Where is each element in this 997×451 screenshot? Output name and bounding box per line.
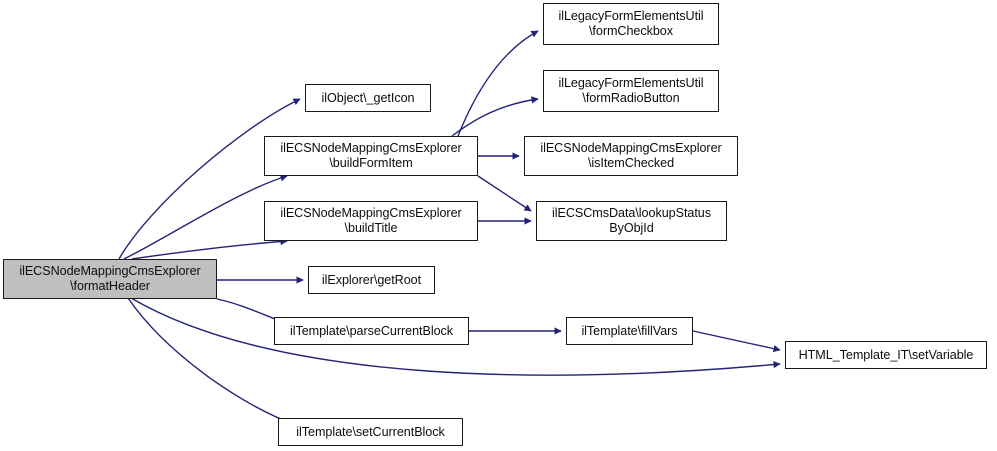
node-label: ilECSNodeMappingCmsExplorer \isItemCheck… xyxy=(540,141,722,170)
node-format-header[interactable]: ilECSNodeMappingCmsExplorer \formatHeade… xyxy=(3,259,217,299)
node-get-root[interactable]: ilExplorer\getRoot xyxy=(308,266,435,294)
node-get-icon[interactable]: ilObject\_getIcon xyxy=(305,84,431,112)
edge-format-header-to-build-form-item xyxy=(123,174,288,260)
node-form-radio-button[interactable]: ilLegacyFormElementsUtil \formRadioButto… xyxy=(543,70,719,112)
edge-build-form-item-to-form-checkbox xyxy=(457,30,539,137)
node-build-form-item[interactable]: ilECSNodeMappingCmsExplorer \buildFormIt… xyxy=(264,136,478,176)
edge-format-header-to-build-title xyxy=(131,237,288,260)
edge-fill-vars-to-set-variable xyxy=(692,330,781,353)
node-set-variable[interactable]: HTML_Template_IT\setVariable xyxy=(785,341,987,369)
node-lookup-status-by-obj-id[interactable]: ilECSCmsData\lookupStatus ByObjId xyxy=(536,201,727,241)
node-set-current-block[interactable]: ilTemplate\setCurrentBlock xyxy=(278,418,463,446)
node-build-title[interactable]: ilECSNodeMappingCmsExplorer \buildTitle xyxy=(264,201,478,241)
node-label: ilExplorer\getRoot xyxy=(321,272,422,287)
node-label: ilECSNodeMappingCmsExplorer \buildTitle xyxy=(280,206,462,235)
node-label: ilTemplate\parseCurrentBlock xyxy=(289,323,454,338)
node-label: ilLegacyFormElementsUtil \formRadioButto… xyxy=(558,76,704,105)
node-label: ilLegacyFormElementsUtil \formCheckbox xyxy=(558,9,704,38)
node-label: ilObject\_getIcon xyxy=(321,90,415,105)
node-is-item-checked[interactable]: ilECSNodeMappingCmsExplorer \isItemCheck… xyxy=(524,136,738,176)
node-label: ilECSCmsData\lookupStatus ByObjId xyxy=(551,206,712,235)
node-form-checkbox[interactable]: ilLegacyFormElementsUtil \formCheckbox xyxy=(543,3,719,45)
node-label: HTML_Template_IT\setVariable xyxy=(798,347,974,362)
node-fill-vars[interactable]: ilTemplate\fillVars xyxy=(566,317,693,345)
node-label: ilECSNodeMappingCmsExplorer \buildFormIt… xyxy=(280,141,462,170)
node-label: ilTemplate\fillVars xyxy=(581,323,678,338)
edge-build-form-item-to-form-radio-button xyxy=(451,96,539,137)
edge-format-header-to-set-current-block xyxy=(127,297,297,427)
node-label: ilECSNodeMappingCmsExplorer \formatHeade… xyxy=(19,264,201,293)
node-label: ilTemplate\setCurrentBlock xyxy=(296,424,445,439)
node-parse-current-block[interactable]: ilTemplate\parseCurrentBlock xyxy=(274,317,469,345)
edge-build-form-item-to-lookup-status-by-obj-id xyxy=(477,175,532,212)
